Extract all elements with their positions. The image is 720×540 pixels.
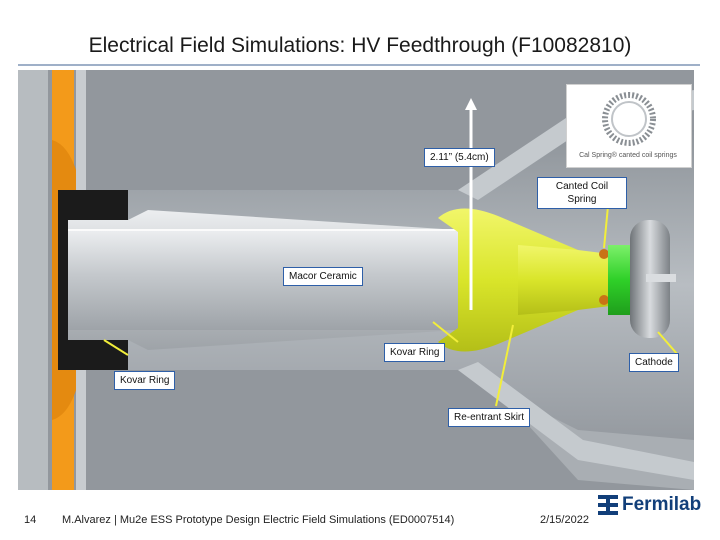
footer-citation: M.Alvarez | Mu2e ESS Prototype Design El… (62, 514, 455, 526)
reentrant-skirt-lower (458, 362, 694, 480)
macor-ceramic-callout: Macor Ceramic (283, 267, 363, 286)
canted-coil-spring-bottom (599, 295, 609, 305)
kovar-cone (518, 245, 618, 315)
fermilab-logo-text: Fermilab (622, 494, 702, 515)
reentrant-skirt-callout: Re-entrant Skirt (448, 408, 531, 427)
slide-title: Electrical Field Simulations: HV Feedthr… (88, 34, 632, 57)
fermilab-mark-icon (598, 495, 618, 515)
footer-date: 2/15/2022 (540, 514, 589, 526)
spring-arrow (603, 205, 609, 249)
macor-ceramic-label: Macor Ceramic (289, 271, 357, 282)
canted-coil-spring-label-line2: Spring (567, 194, 597, 205)
canted-coil-spring-callout: Canted Coil Spring (537, 177, 627, 209)
canted-coil-spring-label-line1: Canted Coil (555, 181, 609, 192)
cathode-label: Cathode (635, 357, 673, 368)
fermilab-logo: Fermilab (598, 494, 701, 516)
kovar-ring-right (438, 208, 578, 352)
cathode-pin (646, 274, 676, 282)
left-backplate (18, 70, 48, 490)
kovar-right-arrow (432, 321, 459, 343)
gap-callout: 2.11” (5.4cm) (424, 148, 495, 167)
cathode-callout: Cathode (629, 353, 679, 372)
slide-number: 14 (24, 514, 37, 526)
cathode-arrow (657, 331, 679, 356)
gap-arrow-top (465, 98, 477, 110)
title-rule (18, 64, 700, 66)
ceramic-tube (68, 230, 458, 330)
canted-coil-spring-top (599, 249, 609, 259)
spring-coil-icon (602, 92, 656, 146)
reentrant-skirt-label: Re-entrant Skirt (454, 412, 525, 423)
skirt-arrow (495, 324, 514, 407)
kovar-ring-right-callout: Kovar Ring (384, 343, 446, 362)
kovar-ring-left-label: Kovar Ring (120, 375, 170, 386)
kovar-left-arrow (103, 339, 129, 356)
kovar-ring-right-label: Kovar Ring (390, 347, 440, 358)
gap-label: 2.11” (5.4cm) (430, 152, 489, 163)
spring-image-caption: Cal Spring® canted coil springs (579, 152, 677, 159)
spring-image (566, 84, 692, 168)
kovar-ring-left-callout: Kovar Ring (114, 371, 176, 390)
